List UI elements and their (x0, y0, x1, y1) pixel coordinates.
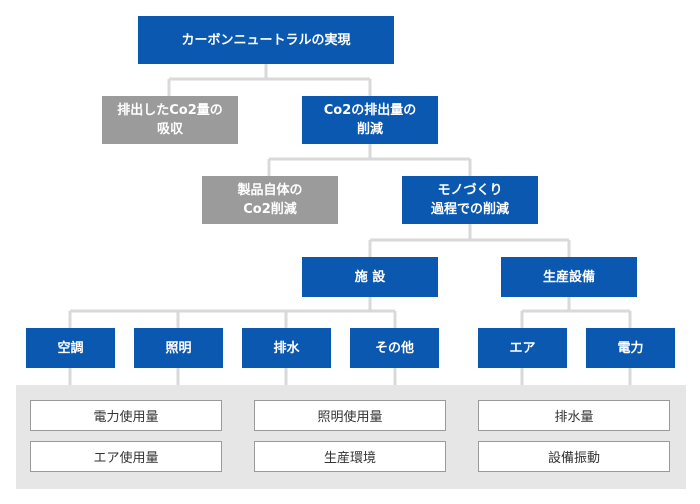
facility-node: 施 設 (302, 257, 438, 297)
drainage-node: 排水 (242, 328, 331, 368)
metric-drainage-volume: 排水量 (478, 400, 670, 431)
power-node: 電力 (586, 328, 675, 368)
metric-power-usage: 電力使用量 (30, 400, 222, 431)
product-co2-node: 製品自体の Co2削減 (202, 176, 338, 224)
aircon-node: 空調 (26, 328, 115, 368)
root-node: カーボンニュートラルの実現 (138, 16, 394, 64)
manufacturing-process-node: モノづくり 過程での削減 (402, 176, 538, 224)
metric-air-usage: エア使用量 (30, 441, 222, 472)
lighting-node: 照明 (134, 328, 223, 368)
air-node: エア (478, 328, 567, 368)
metric-production-environment: 生産環境 (254, 441, 446, 472)
production-equipment-node: 生産設備 (501, 257, 637, 297)
other-node: その他 (350, 328, 439, 368)
metric-lighting-usage: 照明使用量 (254, 400, 446, 431)
absorb-co2-node: 排出したCo2量の 吸収 (102, 96, 238, 144)
reduce-co2-node: Co2の排出量の 削減 (302, 96, 438, 144)
metric-equipment-vibration: 設備振動 (478, 441, 670, 472)
